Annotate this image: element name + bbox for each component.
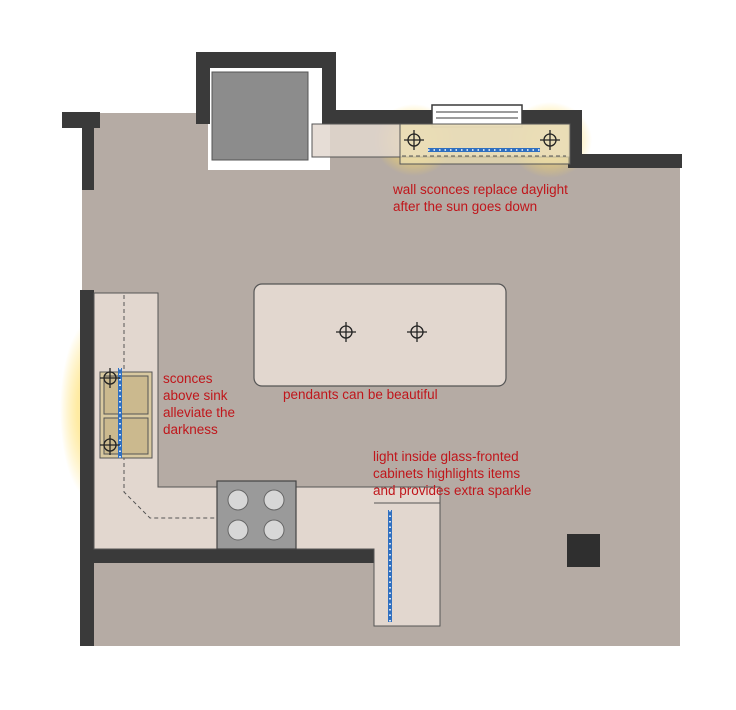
l-counter bbox=[93, 292, 441, 627]
column bbox=[567, 534, 600, 567]
top-counter-lit-section bbox=[399, 123, 571, 165]
island bbox=[253, 283, 507, 387]
crosshair-circle-icon bbox=[407, 322, 427, 342]
crosshair-circle-icon bbox=[404, 130, 424, 150]
crosshair-circle-icon bbox=[100, 368, 120, 388]
window bbox=[431, 104, 523, 128]
annotation-wall-sconces: wall sconces replace daylight after the … bbox=[393, 182, 568, 214]
sink bbox=[99, 371, 153, 459]
annotation-glass-cabinets: light inside glass-fronted cabinets high… bbox=[373, 449, 532, 498]
crosshair-circle-icon bbox=[540, 130, 560, 150]
annotation-sink-sconces: sconces above sink alleviate the darknes… bbox=[163, 371, 236, 437]
refrigerator bbox=[211, 71, 309, 161]
crosshair-circle-icon bbox=[336, 322, 356, 342]
cooktop bbox=[216, 480, 297, 550]
crosshair-circle-icon bbox=[100, 435, 120, 455]
annotation-pendants: pendants can be beautiful bbox=[283, 387, 438, 402]
